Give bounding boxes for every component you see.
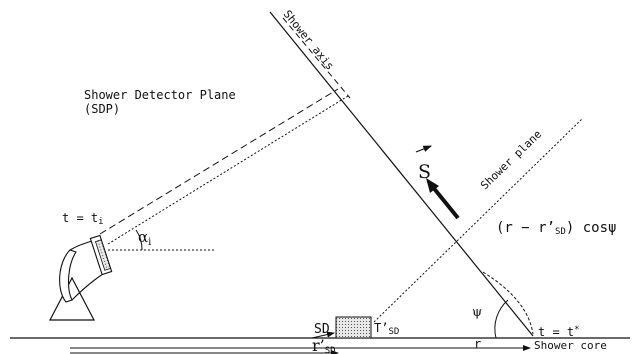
- s-vector-head: [426, 178, 439, 193]
- core-time-label: t = t*: [538, 325, 580, 339]
- psi-label: ψ: [472, 305, 482, 320]
- alpha-angle-arc: [135, 229, 143, 251]
- r-prime-label: r’SD: [312, 336, 336, 354]
- sdp-title: Shower Detector Plane: [84, 88, 236, 102]
- detector-time-label: t = ti: [62, 211, 104, 227]
- alpha-sub: i: [148, 237, 151, 248]
- detector-time-sub: i: [98, 217, 103, 227]
- telescope-icon: [49, 234, 113, 321]
- core-time-star: *: [574, 325, 579, 335]
- core-time-text: t = t: [538, 325, 574, 339]
- sd-detector-box: [335, 316, 372, 339]
- detector-time-text: t = t: [62, 211, 98, 225]
- alpha-label: αi: [138, 228, 151, 248]
- s-vector-shaft: [430, 184, 460, 220]
- shower-core-label: Shower core: [534, 339, 607, 352]
- shower-plane-label: Shower plane: [478, 128, 544, 193]
- shower-axis-label: Shower axis: [281, 8, 337, 73]
- sdp-abbrev: (SDP): [84, 102, 120, 116]
- t-prime-text: T’: [374, 321, 388, 335]
- shower-plane-line: [373, 117, 584, 323]
- r-prime-text: r’: [312, 336, 325, 354]
- shower-axis-dashed: [282, 17, 351, 99]
- r-prime-overarrow: [311, 331, 335, 339]
- r-label: r: [474, 337, 481, 351]
- vector-s-label: S: [418, 161, 431, 183]
- s-overarrow: [415, 145, 433, 153]
- projection-arc: [482, 271, 534, 335]
- t-prime-sub: SD: [388, 327, 399, 337]
- projection-expression: (r − r’SD) cosψ: [496, 220, 616, 237]
- view-line-dotted: [107, 95, 349, 245]
- sd-label: SD: [314, 322, 330, 337]
- psi-angle-arc: [494, 299, 509, 339]
- projection-expr-start: (r − r’: [496, 220, 555, 236]
- projection-expr-end: ) cosψ: [566, 220, 617, 236]
- alpha-symbol: α: [138, 228, 148, 246]
- r-prime-sub: SD: [325, 346, 336, 354]
- view-line-dashed: [99, 88, 339, 235]
- projection-expr-sub: SD: [555, 227, 566, 237]
- t-prime-label: T’SD: [374, 321, 399, 337]
- shower-axis-line: [269, 11, 534, 337]
